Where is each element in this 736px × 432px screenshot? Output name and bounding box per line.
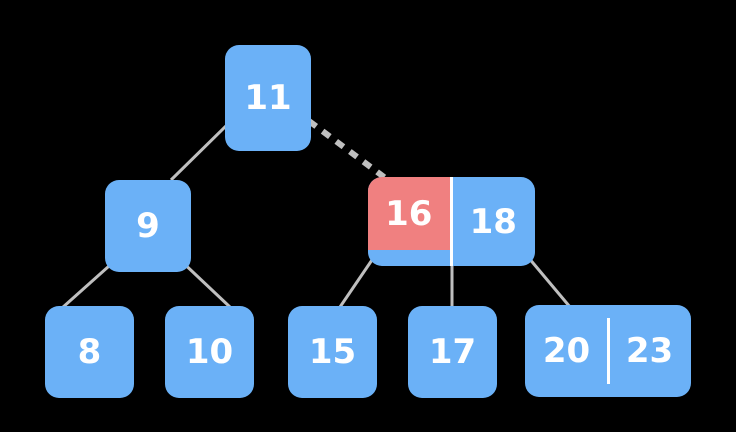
btree-cell-internal-right-1[interactable]: 18 <box>452 177 536 266</box>
btree-key-value: 23 <box>625 331 674 371</box>
btree-node-leaf-17[interactable]: 17 <box>408 306 497 398</box>
btree-node-leaf-15[interactable]: 15 <box>288 306 377 398</box>
btree-cell-leaf-10-0[interactable]: 10 <box>165 306 254 398</box>
btree-cell-leaf-20-23-1[interactable]: 23 <box>608 305 691 397</box>
btree-key-divider-internal-right <box>450 177 453 266</box>
btree-cell-leaf-8-0[interactable]: 8 <box>45 306 134 398</box>
edge-right-to-leaf-20-23 <box>526 256 572 308</box>
btree-cell-root-0[interactable]: 11 <box>225 45 311 151</box>
btree-key-value: 9 <box>136 206 160 246</box>
edge-root-to-right <box>307 118 390 183</box>
btree-node-leaf-10[interactable]: 10 <box>165 306 254 398</box>
btree-key-value: 8 <box>77 332 102 372</box>
btree-cell-leaf-20-23-0[interactable]: 20 <box>525 305 608 397</box>
btree-node-root[interactable]: 11 <box>225 45 311 151</box>
btree-cell-internal-left-0[interactable]: 9 <box>105 180 191 272</box>
btree-node-internal-left[interactable]: 9 <box>105 180 191 272</box>
btree-key-value: 17 <box>428 332 477 372</box>
btree-key-value: 15 <box>308 332 357 372</box>
btree-node-leaf-8[interactable]: 8 <box>45 306 134 398</box>
btree-cell-leaf-17-0[interactable]: 17 <box>408 306 497 398</box>
btree-key-value: 11 <box>244 78 292 118</box>
btree-highlight-value: 16 <box>385 193 433 234</box>
btree-cell-leaf-15-0[interactable]: 15 <box>288 306 377 398</box>
btree-key-divider-leaf-20-23 <box>606 317 610 385</box>
edge-root-to-left <box>169 122 230 182</box>
edge-right-to-leaf-15 <box>338 256 376 308</box>
btree-key-value: 10 <box>185 332 234 372</box>
btree-highlight-internal-right-0[interactable]: 16 <box>368 177 450 250</box>
btree-key-value: 18 <box>469 201 517 242</box>
btree-key-value: 20 <box>542 331 591 371</box>
